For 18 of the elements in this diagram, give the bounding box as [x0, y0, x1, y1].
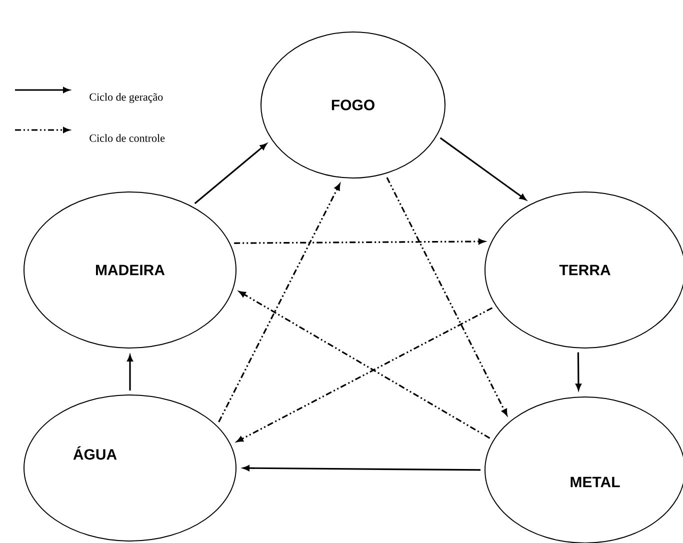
- arrow: [194, 143, 267, 204]
- ellipse-node: [24, 394, 236, 542]
- node-label: TERRA: [559, 264, 610, 276]
- legend-text: Ciclo de controle: [90, 134, 165, 142]
- arrow: [440, 137, 526, 200]
- ellipse-node: [260, 32, 446, 178]
- arrow: [234, 238, 486, 244]
- arrow: [218, 184, 340, 422]
- arrow: [242, 465, 480, 471]
- node-label: ÁGUA: [73, 446, 117, 460]
- node-label: METAL: [570, 476, 620, 488]
- legend-text: Ciclo de geração: [90, 93, 163, 103]
- arrow: [386, 177, 508, 416]
- ellipse-node: [24, 192, 236, 348]
- node-label: FOGO: [332, 100, 374, 110]
- arrow: [576, 352, 582, 390]
- arrow: [127, 354, 133, 390]
- node-label: MADEIRA: [96, 264, 165, 276]
